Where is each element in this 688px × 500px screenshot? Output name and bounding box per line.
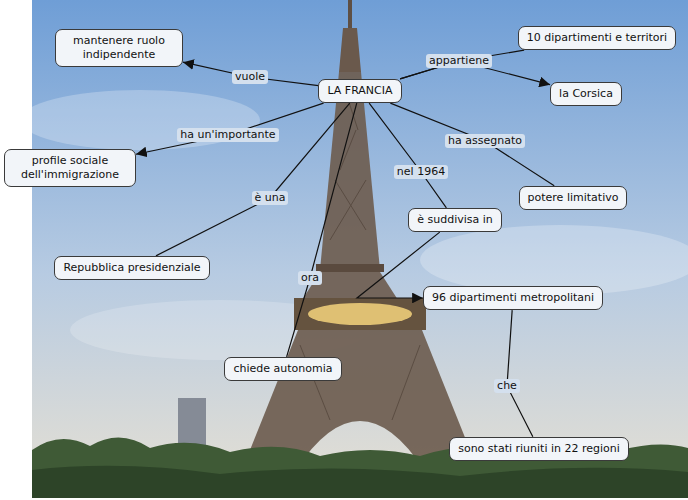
concept-box: LA FRANCIA (318, 79, 401, 103)
concept-text: è suddivisa in (417, 213, 493, 227)
tower-second-platform (316, 264, 384, 272)
tower-lights (308, 303, 412, 325)
link-label: ora (298, 271, 322, 284)
concept-text: mantenere ruolo indipendente (64, 34, 174, 63)
connector (287, 103, 357, 357)
link-label: appartiene (426, 54, 492, 67)
link-label: che (494, 379, 520, 392)
concept-text: chiede autonomia (233, 362, 332, 376)
concept-text: profile sociale dell'immigrazione (13, 154, 127, 183)
connector (507, 310, 533, 437)
link-label: ha un'importante (177, 128, 278, 141)
connector (136, 103, 324, 154)
concept-box: Repubblica presidenziale (54, 256, 209, 280)
concept-box: è suddivisa in (408, 208, 502, 232)
concept-box: 10 dipartimenti e territori (518, 26, 676, 50)
link-label: è una (252, 191, 289, 204)
concept-text: 10 dipartimenti e territori (527, 31, 667, 45)
connector (183, 62, 318, 86)
connector (369, 103, 446, 208)
concept-text: LA FRANCIA (327, 84, 392, 98)
concept-box: la Corsica (550, 82, 622, 106)
concept-text: la Corsica (559, 87, 613, 101)
link-label: nel 1964 (394, 165, 448, 178)
concept-box: mantenere ruolo indipendente (55, 29, 183, 68)
connector (390, 103, 554, 186)
concept-text: 96 dipartimenti metropolitani (432, 291, 594, 305)
concept-box: potere limitativo (519, 186, 628, 210)
trees (32, 437, 688, 498)
link-label: ha assegnato (445, 134, 525, 147)
connector (156, 103, 350, 256)
link-label: vuole (232, 70, 268, 83)
tower-antenna (348, 0, 352, 30)
concept-text: Repubblica presidenziale (63, 261, 200, 275)
concept-text: potere limitativo (528, 191, 619, 205)
trees-dark (32, 466, 688, 498)
tower-top (339, 28, 361, 72)
concept-box: chiede autonomia (224, 357, 341, 381)
concept-box: 96 dipartimenti metropolitani (423, 286, 603, 310)
tower-first-platform (294, 298, 426, 330)
concept-box: sono stati riuniti in 22 regioni (449, 437, 629, 461)
concept-text: sono stati riuniti in 22 regioni (458, 442, 620, 456)
lattice-line (392, 345, 420, 420)
concept-box: profile sociale dell'immigrazione (4, 149, 136, 188)
lattice-line (330, 180, 366, 240)
connector (400, 50, 524, 79)
cloud (420, 225, 688, 295)
